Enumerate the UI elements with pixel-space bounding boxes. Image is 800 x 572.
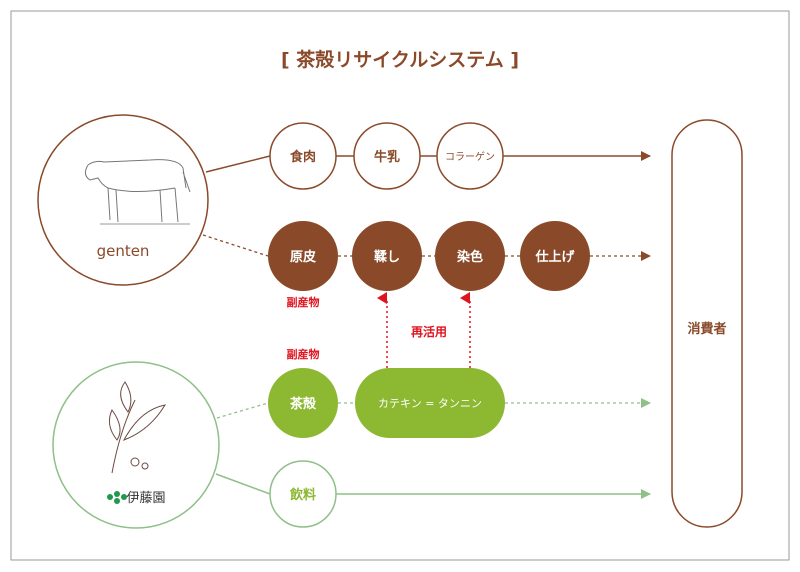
node-catechin-tannin: カテキン = タンニン [355, 368, 505, 438]
svg-text:染色: 染色 [456, 249, 483, 265]
cow-source: genten [37, 114, 209, 286]
byproduct-label: 副産物 [287, 347, 320, 361]
diagram-title: [ 茶殻リサイクルシステム ] [281, 48, 519, 71]
node-rawhide: 原皮 [268, 221, 338, 291]
svg-text:原皮: 原皮 [290, 249, 316, 265]
svg-text:カテキン = タンニン: カテキン = タンニン [378, 397, 482, 410]
cow-illustration-icon [84, 159, 191, 225]
byproduct-label: 副産物 [287, 295, 320, 309]
itoen-logo: 伊藤園 [126, 491, 165, 506]
svg-text:消費者: 消費者 [687, 321, 726, 337]
genten-logo: genten [97, 242, 150, 260]
itoen-logo-icon [107, 491, 127, 504]
connector [205, 155, 271, 173]
connector [216, 402, 269, 419]
svg-text:茶殻: 茶殻 [290, 396, 317, 412]
node-tanning: 鞣し [352, 221, 422, 291]
svg-text:食肉: 食肉 [290, 149, 316, 165]
node-tea-leaves: 茶殻 [268, 368, 338, 438]
svg-text:牛乳: 牛乳 [374, 149, 400, 165]
connector [202, 234, 269, 257]
svg-text:鞣し: 鞣し [374, 249, 400, 265]
svg-text:コラーゲン: コラーゲン [445, 151, 495, 163]
connector [215, 473, 271, 495]
tea-leaf-illustration-icon [108, 381, 167, 474]
node-beverage: 飲料 [269, 460, 337, 528]
node-milk: 牛乳 [353, 122, 421, 190]
node-collagen: コラーゲン [436, 122, 504, 190]
frame [10, 10, 790, 561]
tea-source: 伊藤園 [52, 361, 220, 529]
node-finishing: 仕上げ [520, 221, 590, 291]
svg-text:飲料: 飲料 [289, 487, 316, 503]
node-meat: 食肉 [269, 122, 337, 190]
svg-text:仕上げ: 仕上げ [534, 249, 575, 265]
reuse-label: 再活用 [411, 324, 447, 339]
node-consumer: 消費者 [671, 119, 743, 528]
node-dyeing: 染色 [435, 221, 505, 291]
